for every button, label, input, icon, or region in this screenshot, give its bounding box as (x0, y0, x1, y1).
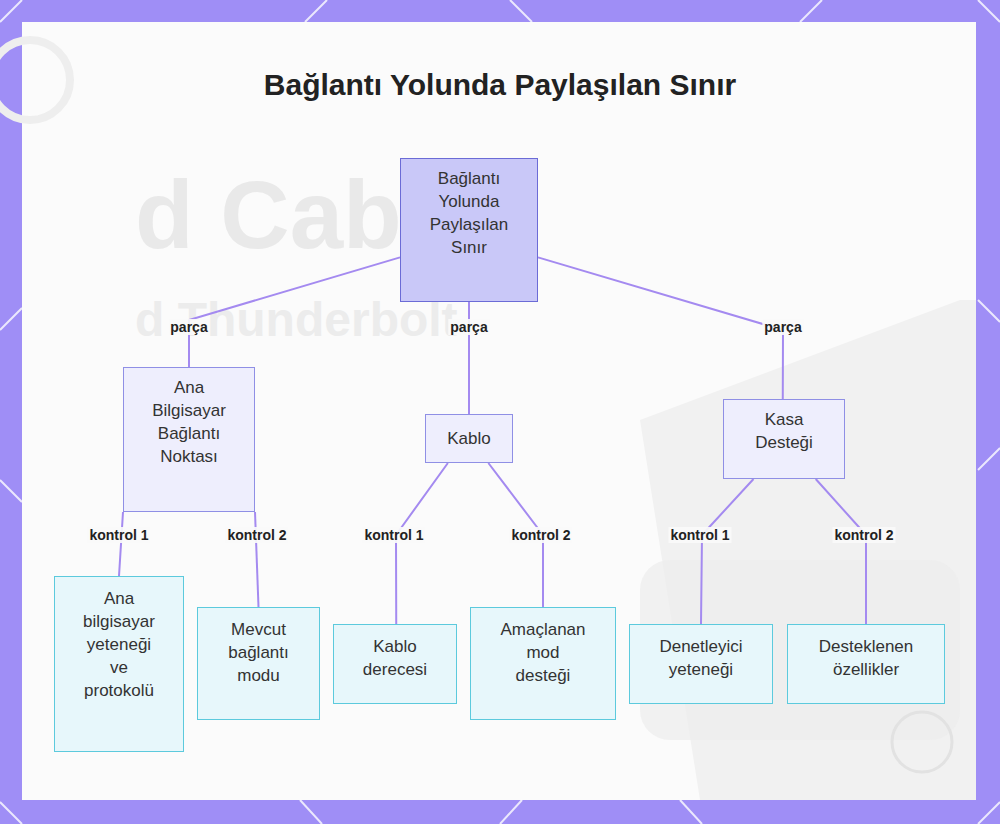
edge-label: kontrol 1 (87, 527, 150, 543)
node-text: Denetleyici yeteneği (644, 635, 758, 681)
control-box: Denetleyici yeteneği (629, 624, 773, 704)
connector-line (538, 257, 783, 399)
edge-label: parça (448, 319, 489, 335)
part-box: Kasa Desteği (723, 399, 845, 479)
node-text: Kablo (447, 427, 490, 450)
connector-line (396, 463, 448, 624)
connector-line (701, 479, 754, 624)
edge-label: kontrol 1 (362, 527, 425, 543)
control-box: Desteklenen özellikler (787, 624, 945, 704)
node-text: Bağlantı Yolunda Paylaşılan Sınır (415, 167, 523, 259)
connector-line (816, 479, 866, 624)
part-box: Ana Bilgisayar Bağlantı Noktası (123, 367, 255, 512)
node-text: Ana Bilgisayar Bağlantı Noktası (136, 376, 242, 468)
control-box: Amaçlanan mod desteği (470, 607, 616, 720)
edge-label: kontrol 2 (225, 527, 288, 543)
control-box: Mevcut bağlantı modu (197, 607, 320, 720)
node-text: Ana bilgisayar yeteneği ve protokolü (81, 587, 157, 702)
node-text: Kasa Desteği (742, 408, 826, 454)
part-box: Kablo (425, 414, 513, 463)
diagram-title: Bağlantı Yolunda Paylaşılan Sınır (0, 68, 1000, 102)
edge-label: kontrol 2 (832, 527, 895, 543)
node-text: Desteklenen özellikler (800, 635, 932, 681)
root-box: Bağlantı Yolunda Paylaşılan Sınır (400, 158, 538, 302)
node-text: Kablo derecesi (352, 635, 438, 681)
edge-label: parça (762, 319, 803, 335)
control-box: Kablo derecesi (333, 624, 457, 704)
watermark-text: d Cabl (135, 160, 428, 270)
edge-label: kontrol 1 (668, 527, 731, 543)
edge-label: kontrol 2 (509, 527, 572, 543)
node-text: Amaçlanan mod desteği (500, 618, 585, 687)
edge-label: parça (168, 319, 209, 335)
control-box: Ana bilgisayar yeteneği ve protokolü (54, 576, 184, 752)
connector-line (119, 512, 123, 576)
node-text: Mevcut bağlantı modu (216, 618, 301, 687)
